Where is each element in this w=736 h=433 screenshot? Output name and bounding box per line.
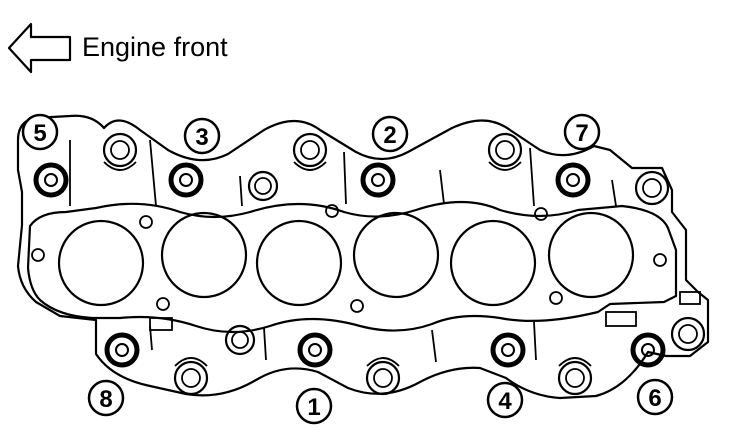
dowel-holes bbox=[31, 204, 667, 313]
svg-text:6: 6 bbox=[648, 385, 661, 412]
svg-text:5: 5 bbox=[33, 120, 46, 147]
intake-port bbox=[449, 219, 537, 307]
bolt-6 bbox=[630, 332, 666, 368]
bolt-8 bbox=[104, 332, 140, 368]
svg-text:4: 4 bbox=[498, 388, 512, 415]
left-arrow-icon bbox=[7, 22, 72, 74]
svg-text:8: 8 bbox=[99, 386, 112, 413]
sequence-label-6: 6 bbox=[636, 378, 674, 416]
intake-port bbox=[547, 211, 635, 299]
manifold-flange bbox=[16, 114, 710, 400]
stud-bosses bbox=[102, 132, 706, 396]
bolt-2 bbox=[360, 162, 396, 198]
svg-text:7: 7 bbox=[575, 120, 588, 147]
sequence-bolts bbox=[33, 162, 666, 368]
intake-ports bbox=[57, 211, 635, 307]
bolt-4 bbox=[490, 332, 526, 368]
svg-text:3: 3 bbox=[195, 124, 208, 151]
svg-text:1: 1 bbox=[307, 394, 320, 421]
intake-port bbox=[57, 219, 145, 307]
direction-label: Engine front bbox=[82, 32, 228, 62]
svg-text:2: 2 bbox=[383, 122, 396, 149]
intake-port bbox=[352, 211, 440, 299]
sequence-label-7: 7 bbox=[563, 113, 601, 151]
intake-port bbox=[160, 211, 248, 299]
bolt-3 bbox=[168, 162, 204, 198]
sequence-label-2: 2 bbox=[371, 115, 409, 153]
sequence-label-4: 4 bbox=[486, 381, 524, 419]
sequence-label-3: 3 bbox=[183, 117, 221, 155]
bolt-7 bbox=[555, 162, 591, 198]
sequence-label-1: 1 bbox=[295, 387, 333, 425]
intake-port bbox=[255, 219, 343, 307]
sequence-labels: 5 3 2 7 8 1 4 6 bbox=[21, 113, 674, 425]
bolt-5 bbox=[33, 162, 69, 198]
sequence-label-5: 5 bbox=[21, 113, 59, 151]
bolt-1 bbox=[297, 332, 333, 368]
sequence-label-8: 8 bbox=[87, 379, 125, 417]
